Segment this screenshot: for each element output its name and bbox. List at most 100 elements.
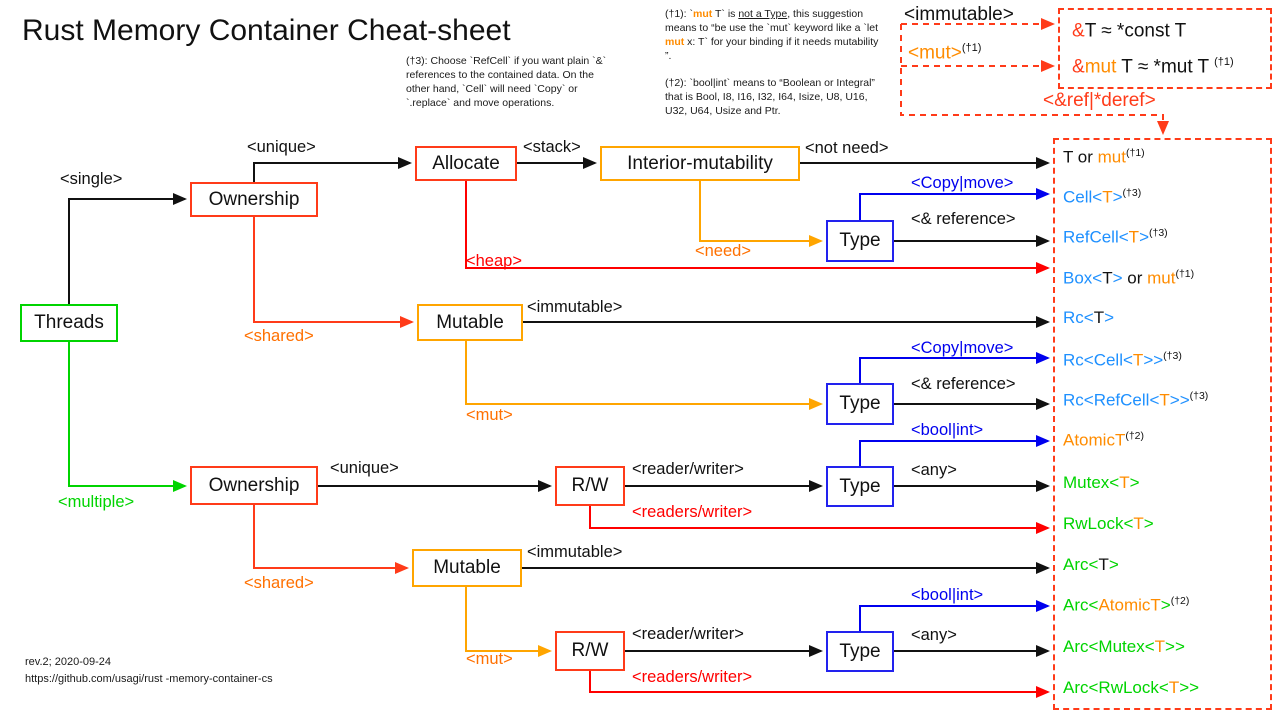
edge-label-shared-2: <shared> <box>244 574 314 592</box>
edge-label-any-2: <any> <box>911 626 957 644</box>
outcome-atomic-t-part-0: AtomicT <box>1063 430 1126 450</box>
note-t3-text: Choose `RefCell` if you want plain `&` r… <box>406 55 607 109</box>
outcome-rc-refcell-t-sup: (†3) <box>1189 390 1209 402</box>
edge-label-need: <need> <box>695 242 751 260</box>
outcome-t-or-mut: T or mut(†1) <box>1063 147 1145 168</box>
node-type-1[interactable]: Type <box>826 220 894 262</box>
outcome-cell-t-part-0: Cell< <box>1063 187 1103 207</box>
edge-label-reader-writer-2: <reader/writer> <box>632 625 744 643</box>
outcome-arc-mutex-t-part-2: >> <box>1165 637 1185 656</box>
node-mutable-2[interactable]: Mutable <box>412 549 522 587</box>
note-t1-mid-1: T` is <box>712 8 739 20</box>
reference-row-1-amp: & <box>1072 56 1085 78</box>
note-t1-mut-1: mut <box>693 8 713 20</box>
edge-label-shared-1: <shared> <box>244 327 314 345</box>
edge-label-immutable-1: <immutable> <box>527 298 623 316</box>
node-rw-2[interactable]: R/W <box>555 631 625 671</box>
outcome-rc-cell-t-part-1: T <box>1132 350 1144 370</box>
node-type-4-label: Type <box>839 640 881 662</box>
outcome-rwlock-t-part-2: > <box>1143 514 1154 533</box>
node-mutable-1[interactable]: Mutable <box>417 304 523 341</box>
outcome-atomic-t-sup: (†2) <box>1125 430 1145 442</box>
outcome-refcell-t-sup: (†3) <box>1149 227 1168 239</box>
page-title: Rust Memory Container Cheat-sheet <box>22 14 511 47</box>
edge-label-readers-writer-2: <readers/writer> <box>632 668 753 686</box>
node-threads[interactable]: Threads <box>20 304 118 342</box>
outcome-t-or-mut-part-0: T or <box>1063 147 1098 167</box>
footer-revision: rev.2; 2020-09-24 <box>25 656 112 668</box>
note-t1-lead: ` <box>686 8 694 20</box>
note-t2-text: `bool|int` means to “Boolean or Integral… <box>665 77 875 117</box>
outcome-cell-t: Cell<T>(†3) <box>1063 187 1141 208</box>
outcome-arc-mutex-t-part-0: Arc<Mutex< <box>1063 637 1155 656</box>
outcome-arc-atomic-t-part-2: > <box>1160 595 1171 615</box>
outcome-refcell-t-part-2: > <box>1139 227 1149 247</box>
outcome-rc-t-part-2: > <box>1104 308 1115 327</box>
node-interior[interactable]: Interior-mutability <box>600 146 800 181</box>
reference-row-1-mut: mut <box>1084 56 1117 78</box>
edge-label-copy-move-1: <Copy|move> <box>911 174 1014 192</box>
node-own-single[interactable]: Ownership <box>190 182 318 217</box>
outcome-box-t-or-mut-part-1: T <box>1102 268 1113 288</box>
edge-label-copy-move-2: <Copy|move> <box>911 339 1014 357</box>
outcome-arc-t-part-1: T <box>1098 555 1109 574</box>
outcome-refcell-t-part-0: RefCell< <box>1063 227 1129 247</box>
reference-row-1: &mut T ≈ *mut T (†1) <box>1072 56 1234 78</box>
outcome-arc-mutex-t: Arc<Mutex<T>> <box>1063 637 1185 657</box>
edge-label-mut-2: <mut> <box>466 650 513 668</box>
outcome-rc-cell-t-sup: (†3) <box>1163 350 1182 362</box>
node-own-single-label: Ownership <box>208 188 300 210</box>
edge-label-mut-ref-text: <mut> <box>908 42 962 64</box>
outcome-arc-t: Arc<T> <box>1063 555 1119 575</box>
reference-row-0-amp: & <box>1072 20 1085 42</box>
outcome-mutex-t: Mutex<T> <box>1063 473 1140 493</box>
node-rw-1-label: R/W <box>571 475 609 496</box>
node-allocate[interactable]: Allocate <box>415 146 517 181</box>
edge-label-and-ref-2: <& reference> <box>911 375 1016 393</box>
edge-label-mut-ref-sup: (†1) <box>961 42 982 54</box>
edge-label-bool-int-2: <bool|int> <box>911 586 984 604</box>
edge-label-stack: <stack> <box>523 138 581 156</box>
outcome-rc-refcell-t-part-2: >> <box>1169 390 1190 410</box>
node-type-3[interactable]: Type <box>826 466 894 507</box>
outcome-arc-rwlock-t: Arc<RwLock<T>> <box>1063 678 1199 698</box>
edge-label-immutable-2: <immutable> <box>527 543 623 561</box>
outcomes-dashed-box <box>1053 138 1272 710</box>
node-type-3-label: Type <box>839 475 881 497</box>
node-type-4[interactable]: Type <box>826 631 894 672</box>
edge-label-bool-int-1: <bool|int> <box>911 421 984 439</box>
outcome-cell-t-part-1: T <box>1102 187 1113 207</box>
edge-label-single: <single> <box>60 170 123 188</box>
node-mutable-1-label: Mutable <box>436 311 504 333</box>
outcome-arc-rwlock-t-part-2: >> <box>1179 678 1200 697</box>
outcome-arc-atomic-t-part-1: AtomicT <box>1098 595 1161 615</box>
node-rw-1[interactable]: R/W <box>555 466 625 506</box>
outcome-cell-t-part-2: > <box>1112 187 1123 207</box>
outcome-box-t-or-mut-part-4: mut <box>1147 268 1176 288</box>
edge-label-heap: <heap> <box>466 252 522 270</box>
reference-row-0: &T ≈ *const T <box>1072 20 1186 42</box>
outcome-t-or-mut-sup: (†1) <box>1125 147 1145 159</box>
node-type-2[interactable]: Type <box>826 383 894 425</box>
outcome-refcell-t-part-1: T <box>1128 227 1140 247</box>
edge-label-unique-1: <unique> <box>247 138 316 156</box>
outcome-mutex-t-part-2: > <box>1129 473 1140 492</box>
outcome-rc-t-part-0: Rc< <box>1063 308 1094 327</box>
reference-row-0-rest: T ≈ *const T <box>1084 20 1187 42</box>
outcome-rc-t-part-1: T <box>1093 308 1105 327</box>
node-threads-label: Threads <box>34 312 104 333</box>
node-mutable-2-label: Mutable <box>433 557 501 578</box>
reference-row-1-sup: (†1) <box>1214 56 1234 68</box>
node-type-2-label: Type <box>839 393 881 414</box>
note-t1-marker: (†1): <box>665 8 687 20</box>
outcome-arc-atomic-t: Arc<AtomicT>(†2) <box>1063 595 1189 616</box>
outcome-rc-cell-t-part-2: >> <box>1143 350 1164 370</box>
outcome-rc-t: Rc<T> <box>1063 308 1114 328</box>
outcome-rc-cell-t-part-0: Rc<Cell< <box>1063 350 1133 370</box>
outcome-rc-cell-t: Rc<Cell<T>>(†3) <box>1063 350 1182 371</box>
outcome-box-t-or-mut-part-3: or <box>1122 268 1148 288</box>
outcome-arc-rwlock-t-part-1: T <box>1168 678 1180 697</box>
node-own-multi[interactable]: Ownership <box>190 466 318 505</box>
outcome-arc-atomic-t-part-0: Arc< <box>1063 595 1099 615</box>
